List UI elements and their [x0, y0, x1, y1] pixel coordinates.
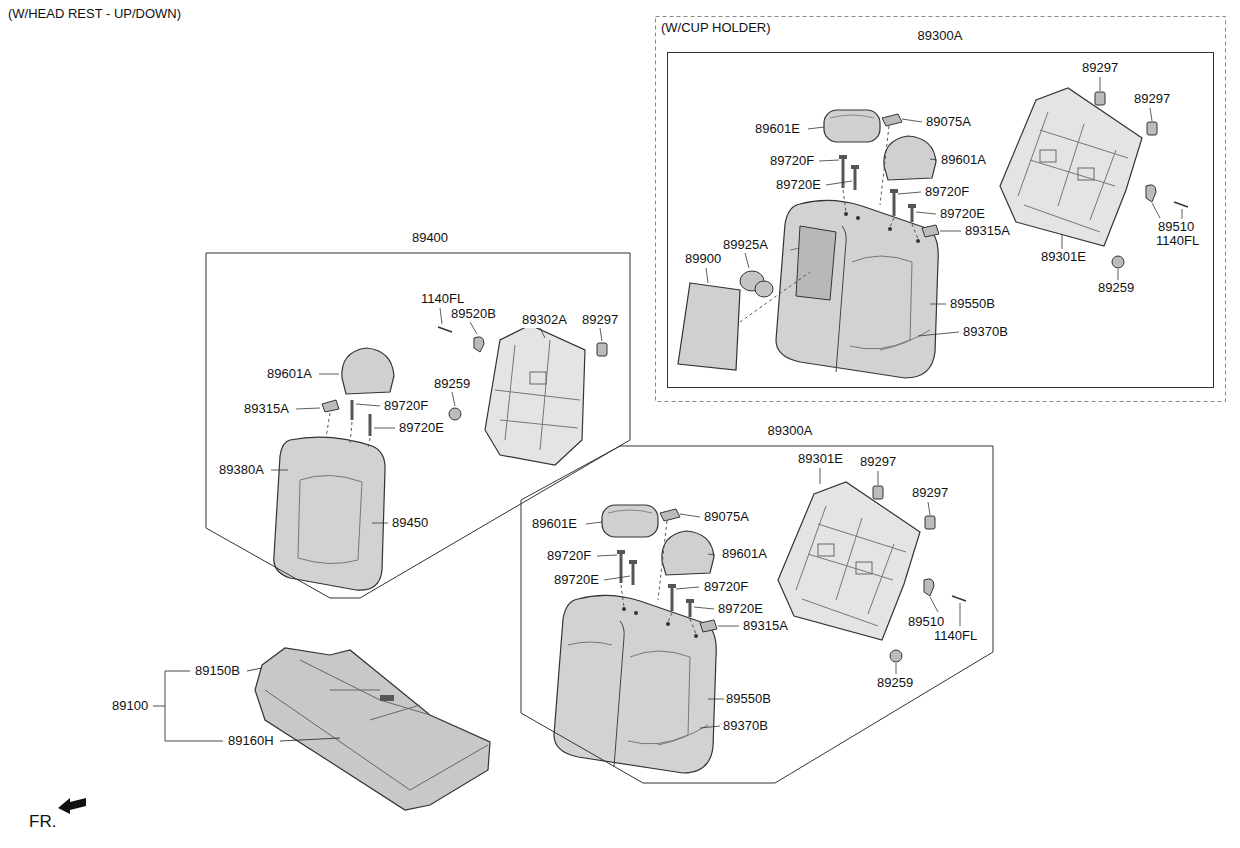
- callout-number: 89100: [111, 698, 149, 714]
- callout-number: 89925A: [722, 237, 769, 253]
- callout-number: 1140FL: [1155, 233, 1200, 249]
- callout-number: 89720E: [553, 572, 600, 588]
- callout-number: 89520B: [450, 306, 497, 322]
- callout-number: 89720E: [398, 420, 445, 436]
- callout-number: 89297: [859, 454, 897, 470]
- callout-number: 89550B: [949, 296, 996, 312]
- callout-number: 89370B: [722, 718, 769, 734]
- callout-number: 89601E: [531, 516, 578, 532]
- callout-number: 1140FL: [933, 628, 978, 644]
- callout-number: 89301E: [1040, 249, 1087, 265]
- callout-number: 89259: [876, 675, 914, 691]
- callout-number: 89370B: [962, 324, 1009, 340]
- callout-number: 89297: [581, 312, 619, 328]
- group-heading: 89300A: [767, 423, 814, 439]
- callout-number: 89297: [1081, 60, 1119, 76]
- callout-number: 89315A: [243, 401, 290, 417]
- callout-number: 1140FL: [420, 291, 465, 307]
- callout-number: 89297: [1133, 91, 1171, 107]
- callout-number: 89297: [911, 485, 949, 501]
- callout-number: 89550B: [725, 691, 772, 707]
- callout-number: 89075A: [703, 509, 750, 525]
- callout-number: 89720F: [383, 398, 429, 414]
- callout-number: 89075A: [925, 114, 972, 130]
- callout-number: 89900: [684, 251, 722, 267]
- callout-number: 89301E: [797, 451, 844, 467]
- callout-number: 89601E: [754, 121, 801, 137]
- callout-number: 89720F: [769, 153, 815, 169]
- callout-number: 89259: [433, 376, 471, 392]
- callout-number: 89720E: [775, 177, 822, 193]
- callout-number: 89302A: [521, 312, 568, 328]
- callout-number: 89720E: [939, 206, 986, 222]
- callout-number: 89315A: [742, 618, 789, 634]
- group-heading: 89300A: [917, 28, 964, 44]
- direction-label: FR.: [28, 812, 57, 832]
- callout-number: 89160H: [227, 733, 275, 749]
- callout-number: 89720F: [924, 184, 970, 200]
- callout-number: 89315A: [964, 223, 1011, 239]
- callout-number: 89150B: [194, 663, 241, 679]
- callout-number: 89601A: [940, 152, 987, 168]
- diagram-title: (W/HEAD REST - UP/DOWN): [8, 6, 181, 22]
- callout-number: 89720E: [717, 601, 764, 617]
- callout-number: 89601A: [266, 366, 313, 382]
- callout-number: 89601A: [721, 546, 768, 562]
- callout-number: 89259: [1097, 280, 1135, 296]
- callout-number: 89720F: [703, 579, 749, 595]
- callout-number: 89380A: [218, 462, 265, 478]
- group-heading: 89400: [411, 230, 449, 246]
- group-heading: (W/CUP HOLDER): [660, 20, 772, 36]
- callout-number: 89720F: [546, 548, 592, 564]
- callout-number: 89450: [391, 515, 429, 531]
